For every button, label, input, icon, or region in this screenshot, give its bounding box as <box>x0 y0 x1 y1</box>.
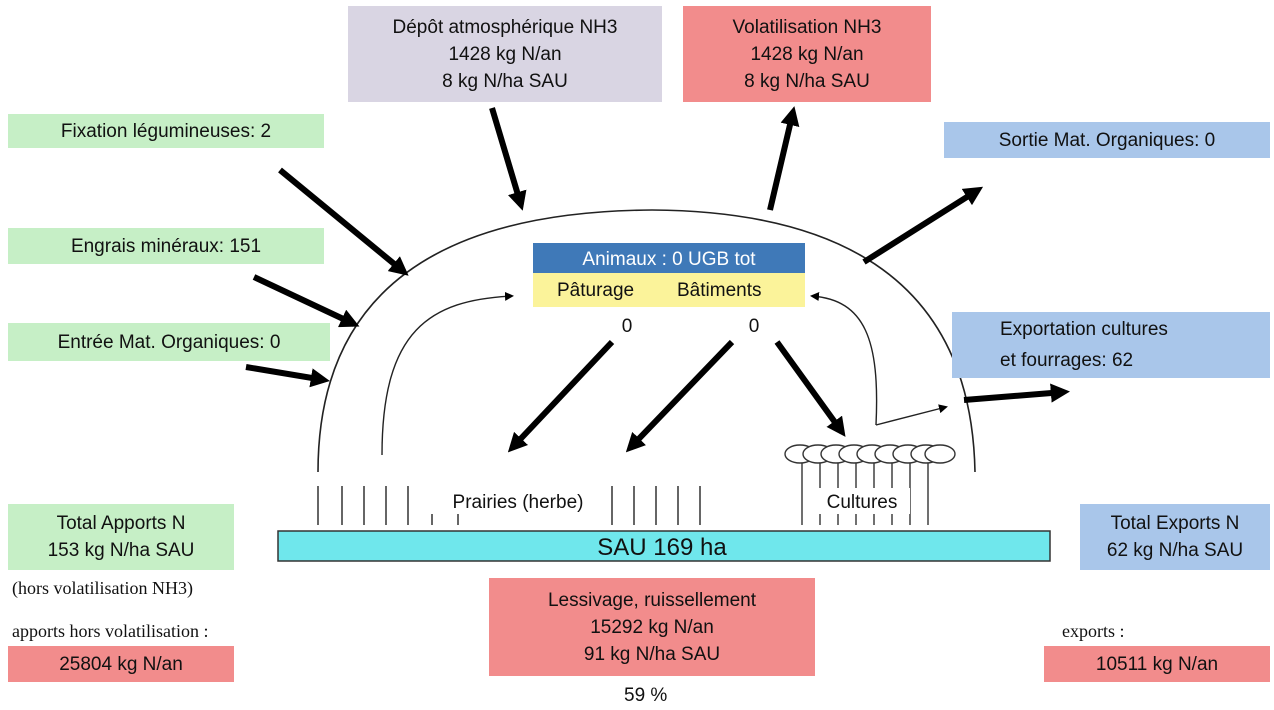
batiments-to-cultures-arrow <box>774 340 846 437</box>
total-exports-line1: Total Exports N <box>1110 513 1240 534</box>
engrais-arrow <box>252 274 360 328</box>
depot-line2: 1428 kg N/an <box>448 43 562 65</box>
exportation-arrow <box>963 383 1070 403</box>
lessivage-line2: 15292 kg N/an <box>590 616 714 638</box>
total-apports-line1: Total Apports N <box>56 513 186 534</box>
fixation-label: Fixation légumineuses: 2 <box>60 120 272 142</box>
animaux-subheader <box>533 273 805 307</box>
apports-hors-value-box: 25804 kg N/an <box>8 646 234 682</box>
sortie-mo-arrow <box>862 186 984 265</box>
engrais-label: Engrais minéraux: 151 <box>70 235 262 257</box>
entree-mo-arrow <box>245 364 330 388</box>
volatilisation-box: Volatilisation NH3 1428 kg N/an 8 kg N/h… <box>683 6 931 102</box>
lessivage-box: Lessivage, ruissellement 15292 kg N/an 9… <box>489 578 815 676</box>
cultures-label: Cultures <box>827 492 898 513</box>
depot-atmospherique-box: Dépôt atmosphérique NH3 1428 kg N/an 8 k… <box>348 6 662 102</box>
volatilisation-line3: 8 kg N/ha SAU <box>744 70 870 92</box>
fixation-box: Fixation légumineuses: 2 <box>8 114 324 148</box>
depot-line3: 8 kg N/ha SAU <box>442 70 568 92</box>
exports-label: exports : <box>1062 621 1125 641</box>
apports-hors-value: 25804 kg N/an <box>59 653 183 675</box>
depot-arrow <box>489 107 527 211</box>
crop-plants <box>784 444 956 525</box>
lessivage-percent: 59 % <box>624 685 668 706</box>
sau-bar <box>277 530 1051 562</box>
volatilisation-arrow <box>767 106 800 211</box>
engrais-box: Engrais minéraux: 151 <box>8 228 324 264</box>
total-apports-line2: 153 kg N/ha SAU <box>47 540 195 561</box>
sortie-mo-box: Sortie Mat. Organiques: 0 <box>944 122 1270 158</box>
grazing-return-arrow <box>381 291 514 456</box>
exportation-box: Exportation cultures et fourrages: 62 <box>952 312 1270 378</box>
lessivage-line3: 91 kg N/ha SAU <box>583 643 721 665</box>
paturage-value: 0 <box>622 316 633 337</box>
entree-mo-label: Entrée Mat. Organiques: 0 <box>57 331 281 353</box>
exportation-line1: Exportation cultures <box>1000 319 1168 340</box>
fixation-arrow <box>278 167 409 276</box>
batiments-label: Bâtiments <box>677 280 761 301</box>
exports-value: 10511 kg N/an <box>1095 653 1219 675</box>
batiments-value: 0 <box>749 316 760 337</box>
total-exports-box: Total Exports N 62 kg N/ha SAU <box>1080 504 1270 570</box>
farm-boundary-arc <box>317 209 976 473</box>
sau-label: SAU 169 ha <box>597 534 727 561</box>
volatilisation-line1: Volatilisation NH3 <box>732 16 882 38</box>
sortie-mo-label: Sortie Mat. Organiques: 0 <box>998 129 1216 151</box>
total-apports-note: (hors volatilisation NH3) <box>12 578 193 598</box>
animaux-title: Animaux : 0 UGB tot <box>582 249 756 270</box>
entree-mo-box: Entrée Mat. Organiques: 0 <box>8 323 330 361</box>
depot-line1: Dépôt atmosphérique NH3 <box>392 16 618 38</box>
volatilisation-line2: 1428 kg N/an <box>750 43 864 65</box>
crops-export-thin-arrow <box>875 404 948 426</box>
forage-to-buildings-arrow <box>810 292 878 426</box>
exportation-line2: et fourrages: 62 <box>1000 350 1134 371</box>
total-exports-line2: 62 kg N/ha SAU <box>1106 540 1244 561</box>
paturage-label: Pâturage <box>557 280 634 301</box>
total-apports-box: Total Apports N 153 kg N/ha SAU <box>8 504 234 570</box>
batiments-to-prairies-arrow <box>625 339 735 453</box>
exports-value-box: 10511 kg N/an <box>1044 646 1270 682</box>
prairies-label: Prairies (herbe) <box>453 492 584 513</box>
paturage-to-prairies-arrow <box>507 339 615 453</box>
lessivage-line1: Lessivage, ruissellement <box>547 589 757 611</box>
animaux-header <box>533 243 805 273</box>
apports-hors-label: apports hors volatilisation : <box>12 621 209 641</box>
